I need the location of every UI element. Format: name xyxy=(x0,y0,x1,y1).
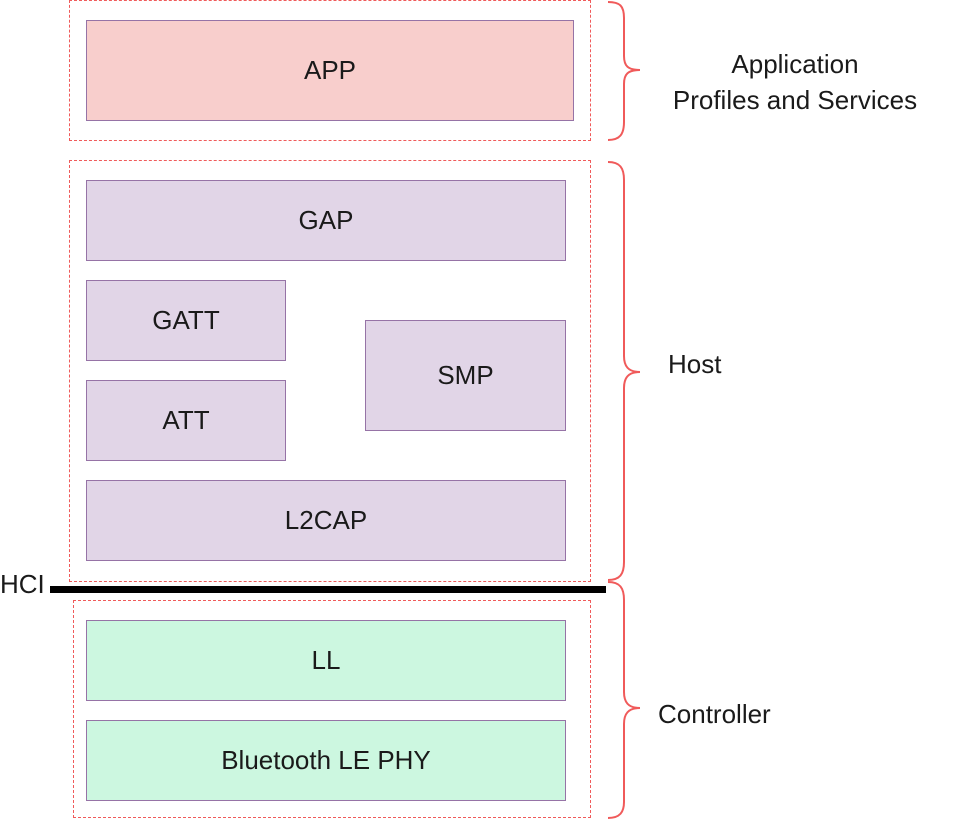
application-group xyxy=(69,0,591,141)
host-label: Host xyxy=(668,349,722,379)
host-brace xyxy=(607,161,641,581)
gatt-box-label: GATT xyxy=(152,305,220,335)
app-box: APP xyxy=(86,20,574,121)
phy-box-label: Bluetooth LE PHY xyxy=(221,745,431,775)
gap-box-label: GAP xyxy=(298,205,354,235)
gap-box: GAP xyxy=(86,180,566,261)
ll-box: LL xyxy=(86,620,566,701)
controller-label: Controller xyxy=(658,699,771,729)
gatt-box: GATT xyxy=(86,280,286,361)
controller-brace xyxy=(607,581,641,819)
smp-box-label: SMP xyxy=(437,360,494,390)
l2cap-box: L2CAP xyxy=(86,480,566,561)
host-group xyxy=(69,160,591,582)
ll-box-label: LL xyxy=(311,645,341,675)
application-label: Application Profiles and Services xyxy=(640,46,950,118)
hci-line xyxy=(50,586,606,593)
app-box-label: APP xyxy=(303,55,357,85)
att-box-label: ATT xyxy=(162,405,210,435)
hci-label: HCI xyxy=(0,569,45,599)
smp-box: SMP xyxy=(365,320,566,431)
controller-group xyxy=(73,600,591,818)
att-box: ATT xyxy=(86,380,286,461)
application-brace xyxy=(607,1,641,141)
application-label-line1: Application xyxy=(731,49,859,79)
l2cap-box-label: L2CAP xyxy=(284,505,368,535)
phy-box: Bluetooth LE PHY xyxy=(86,720,566,801)
application-label-line2: Profiles and Services xyxy=(672,85,918,115)
